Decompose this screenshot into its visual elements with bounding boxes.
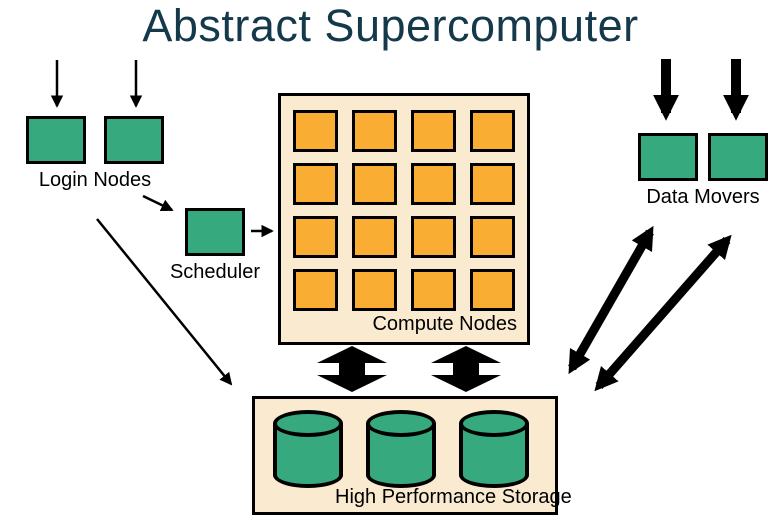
compute-node-box	[470, 110, 515, 152]
arrow-compute-storage-1	[317, 346, 387, 392]
compute-node-box	[352, 110, 397, 152]
arrow-login-to-scheduler	[142, 194, 174, 212]
compute-node-box	[470, 216, 515, 258]
data-mover-box	[638, 133, 698, 181]
compute-node-box	[470, 163, 515, 205]
compute-node-box	[470, 269, 515, 311]
arrow-datamover-storage-1	[568, 225, 654, 375]
compute-nodes-grid	[293, 110, 515, 311]
diagram-title: Abstract Supercomputer	[142, 0, 639, 51]
compute-node-box	[293, 269, 338, 311]
compute-node-box	[352, 269, 397, 311]
storage-container: High Performance Storage	[252, 396, 572, 515]
data-mover-box	[708, 133, 768, 181]
login-node-box	[104, 116, 164, 164]
login-nodes-label: Login Nodes	[38, 169, 152, 191]
data-movers-group: Data Movers	[638, 133, 768, 209]
storage-cylinder-icon	[273, 410, 343, 488]
compute-node-box	[411, 110, 456, 152]
arrow-datamover-storage-2	[594, 234, 732, 392]
login-nodes-group: Login Nodes	[26, 116, 164, 192]
arrow-compute-storage-2	[431, 346, 501, 392]
compute-nodes-container: Compute Nodes	[278, 93, 530, 345]
storage-cylinder-top	[459, 410, 529, 437]
compute-node-box	[293, 216, 338, 258]
compute-node-box	[411, 269, 456, 311]
compute-node-box	[411, 216, 456, 258]
storage-cylinder-icon	[366, 410, 436, 488]
scheduler-box	[185, 208, 245, 256]
compute-node-box	[352, 216, 397, 258]
data-movers-boxes	[638, 133, 768, 181]
storage-cylinder-top	[366, 410, 436, 437]
compute-node-box	[293, 110, 338, 152]
storage-label: High Performance Storage	[335, 486, 572, 508]
compute-node-box	[411, 163, 456, 205]
storage-cylinders	[273, 410, 529, 488]
login-node-box	[26, 116, 86, 164]
scheduler-boxes	[185, 208, 285, 256]
login-nodes-boxes	[26, 116, 164, 164]
compute-node-box	[352, 163, 397, 205]
storage-cylinder-top	[273, 410, 343, 437]
scheduler-label: Scheduler	[169, 261, 261, 283]
scheduler-group: Scheduler	[170, 208, 285, 284]
data-movers-label: Data Movers	[646, 186, 760, 208]
storage-cylinder-icon	[459, 410, 529, 488]
compute-nodes-label: Compute Nodes	[372, 313, 517, 335]
compute-node-box	[293, 163, 338, 205]
